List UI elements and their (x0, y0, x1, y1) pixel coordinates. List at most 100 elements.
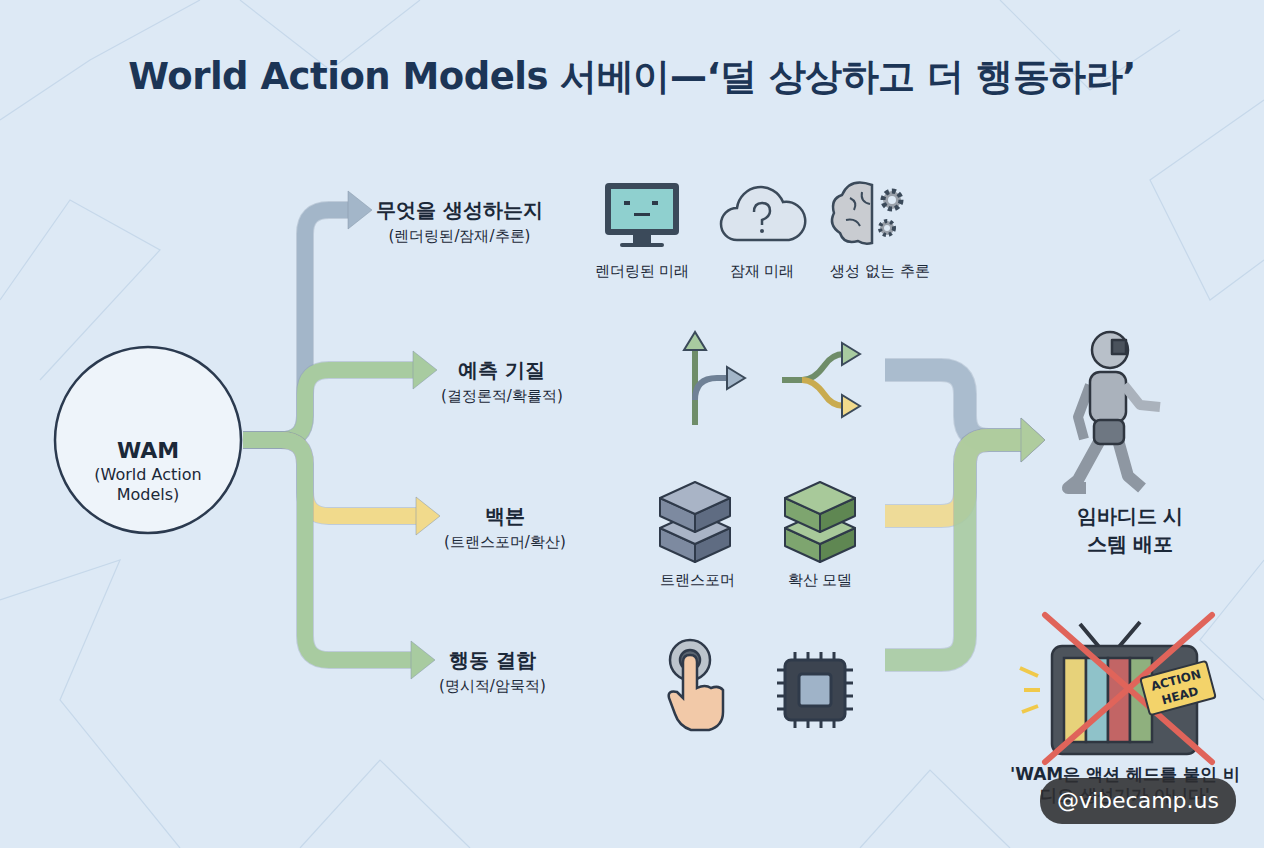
brain-icon (832, 183, 901, 244)
category-node: 행동 결합(명시적/암묵적) (435, 646, 885, 708)
circle-text: WAM(World Action Models) (78, 437, 218, 505)
decor-shape (684, 332, 706, 350)
category-text: 백본(트랜스포머/확산) (440, 502, 570, 554)
decor-shape (1078, 385, 1090, 439)
circle-shape (55, 347, 241, 533)
hub-title: WAM (78, 437, 218, 465)
decor-shape (846, 192, 870, 226)
category-node: 예측 기질(결정론적/확률적) (437, 356, 885, 418)
decor-shape (660, 482, 730, 514)
category-subtitle: (명시적/암묵적) (439, 674, 546, 698)
category-heading: 무엇을 생성하는지 (376, 196, 543, 224)
decor-shape (695, 378, 727, 400)
chip-icon (777, 652, 853, 728)
cloud-icon (721, 187, 805, 240)
arrow-head (416, 497, 440, 535)
fork-icon (782, 343, 860, 417)
decor-shape (634, 213, 650, 216)
decor-shape (799, 674, 831, 706)
band-arrow (243, 440, 440, 535)
decor-shape (611, 189, 673, 229)
decor-shape (860, 770, 1010, 848)
category-subtitle: (트랜스포머/확산) (444, 530, 566, 554)
decor-shape (1092, 332, 1128, 368)
decor-shape (842, 395, 860, 417)
decor-shape (1080, 622, 1140, 648)
decor-shape (777, 652, 853, 728)
arrow-head (1021, 418, 1045, 462)
band-arrow (243, 440, 435, 679)
category-node: 무엇을 생성하는지(렌더링된/잠재/추론) (372, 196, 885, 258)
decor-shape (1118, 440, 1142, 488)
decor-shape (1020, 668, 1040, 712)
band-arrow (885, 418, 1045, 660)
icon-caption: 렌더링된 미래 (577, 262, 707, 281)
decor-shape (802, 380, 844, 406)
diffusion-stack-icon (785, 482, 855, 562)
decor-shape (1068, 440, 1100, 488)
category-text: 예측 기질(결정론적/확률적) (437, 356, 567, 408)
hub-subtitle: (World Action Models) (78, 465, 218, 505)
arrow-head (348, 191, 372, 229)
arrow-head (1021, 418, 1045, 462)
deploy-label: 임바디드 시스템 배포 (1070, 502, 1190, 558)
decor-shape (1150, 100, 1264, 300)
transformer-stack-icon (660, 482, 730, 562)
decor-shape (1094, 420, 1124, 444)
deploy-node: 임바디드 시스템 배포 (1045, 320, 1215, 570)
category-heading: 백본 (444, 502, 566, 530)
decor-shape (1112, 340, 1126, 354)
category-text: 행동 결합(명시적/암묵적) (435, 646, 550, 698)
decor-shape (605, 183, 679, 235)
category-heading: 행동 결합 (439, 646, 546, 674)
decor-shape (883, 191, 901, 209)
decor-shape (760, 229, 764, 233)
decor-shape (300, 760, 470, 848)
decor-shape (785, 660, 845, 720)
walking-robot (1068, 332, 1160, 488)
decor-shape (721, 187, 805, 240)
category-heading: 예측 기질 (441, 356, 563, 384)
decor-shape (754, 203, 770, 225)
category-subtitle: (렌더링된/잠재/추론) (376, 224, 543, 248)
decor-shape (884, 225, 890, 231)
icon-caption: 잠재 미래 (707, 262, 817, 281)
decor-shape (782, 354, 844, 380)
band-body (243, 440, 413, 660)
icon-caption: 생성 없는 추론 (815, 262, 945, 281)
diagram-title: World Action Models 서베이—‘덜 상상하고 더 행동하라’ (0, 52, 1264, 102)
decor-shape (727, 367, 745, 389)
band-arrow (243, 351, 437, 440)
decor-shape (1090, 372, 1126, 422)
arrow-head (1021, 418, 1045, 462)
decor-shape (832, 183, 872, 244)
band-body (243, 370, 415, 440)
decor-shape (624, 201, 630, 205)
category-text: 무엇을 생성하는지(렌더링된/잠재/추론) (372, 196, 547, 248)
decor-shape (633, 235, 651, 243)
watermark: @vibecamp.us (1040, 778, 1236, 824)
category-subtitle: (결정론적/확률적) (441, 384, 563, 408)
hub-circle: WAM(World Action Models) (53, 345, 243, 535)
decor-shape (888, 196, 896, 204)
decor-shape (652, 201, 658, 205)
decor-shape (842, 343, 860, 365)
decor-shape (0, 560, 180, 848)
arrow-head (413, 351, 437, 389)
decor-shape (620, 243, 664, 247)
band-edge (885, 440, 1023, 660)
band-edge (243, 440, 418, 516)
decor-shape (669, 655, 723, 730)
decor-shape (785, 482, 855, 514)
decor-shape (880, 221, 894, 235)
band-edge (243, 370, 415, 440)
band-body (243, 440, 418, 516)
arrow-head (411, 641, 435, 679)
band-body (885, 440, 1023, 660)
icon-caption: 트랜스포머 (637, 571, 757, 590)
press-button-icon (669, 640, 723, 730)
split-arrow-icon (684, 332, 745, 425)
monitor-icon (605, 183, 679, 247)
